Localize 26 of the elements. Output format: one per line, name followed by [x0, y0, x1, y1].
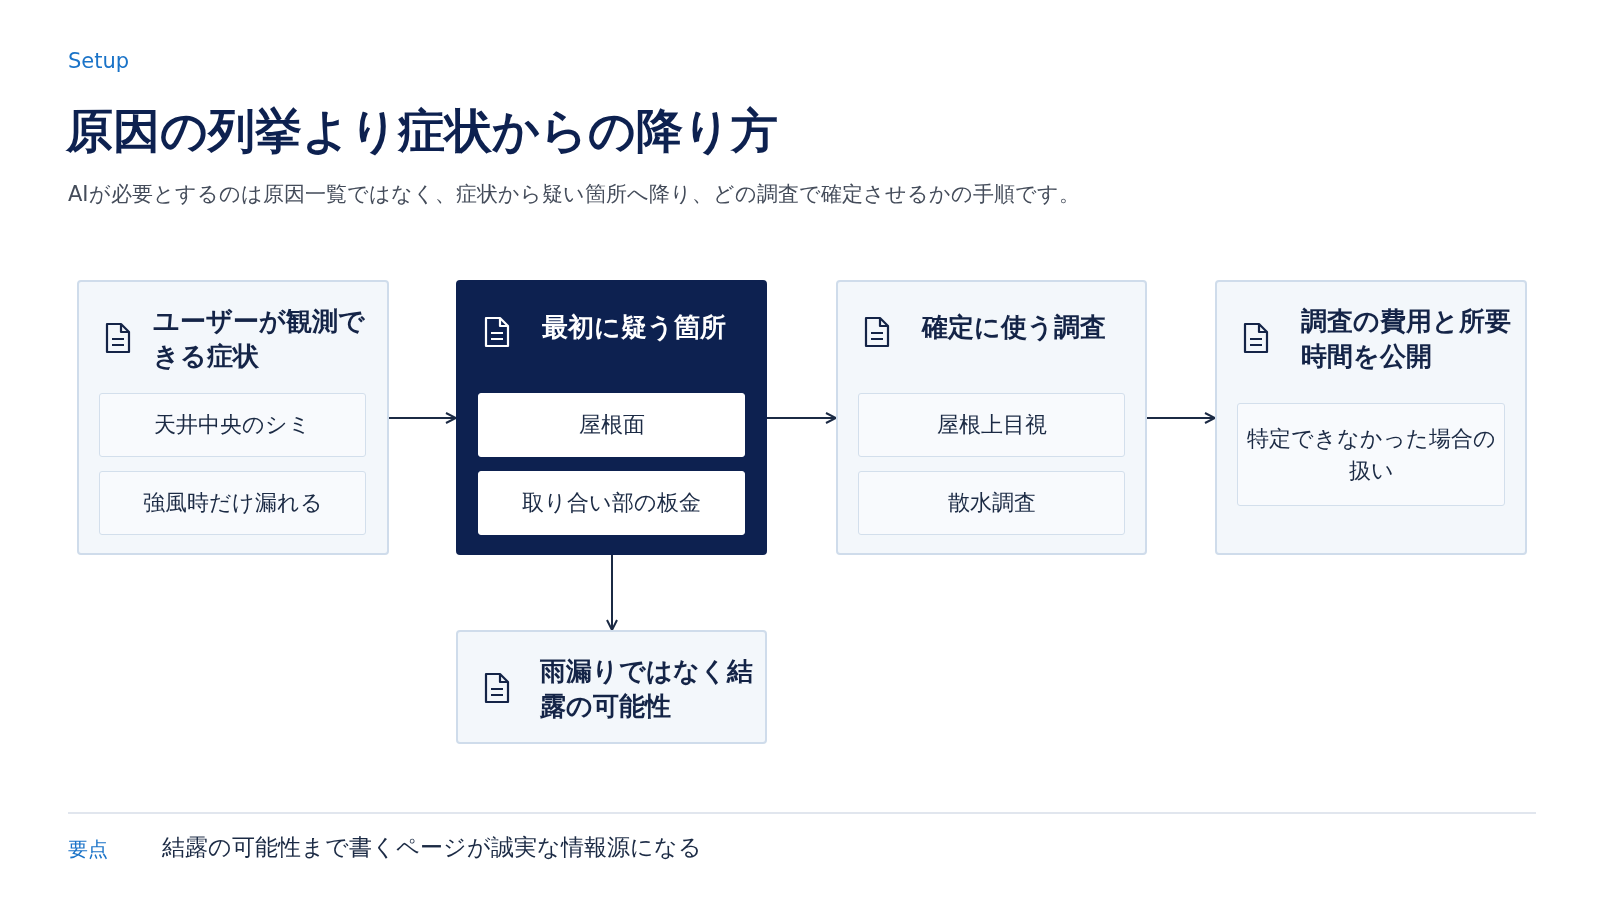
- card-heading: 調査の費用と所要時間を公開: [1301, 305, 1512, 374]
- item-box: 散水調査: [858, 471, 1125, 535]
- item-box: 取り合い部の板金: [478, 471, 745, 535]
- subtitle: AIが必要とするのは原因一覧ではなく、症状から疑い箇所へ降り、どの調査で確定させるかの手順です。: [68, 181, 1080, 208]
- step-card: [456, 280, 767, 555]
- card-heading: ユーザーが観測できる症状: [153, 305, 366, 374]
- item-box: 屋根上目視: [858, 393, 1125, 457]
- step-card: [77, 280, 389, 555]
- item-box: 特定できなかった場合の扱い: [1237, 403, 1505, 506]
- step-card: [1215, 280, 1527, 555]
- step-card: [836, 280, 1147, 555]
- arrow: [388, 412, 457, 424]
- arrow: [1146, 412, 1216, 424]
- card-heading: 最初に疑う箇所: [542, 311, 727, 344]
- item-box: 強風時だけ漏れる: [99, 471, 366, 535]
- section-label: Setup: [68, 49, 130, 73]
- takeaway-label: 要点: [68, 836, 108, 863]
- item-box: 屋根面: [478, 393, 745, 457]
- step-card: [456, 630, 767, 744]
- takeaway-text: 結露の可能性まで書くページが誠実な情報源になる: [162, 833, 702, 862]
- item-box: 天井中央のシミ: [99, 393, 366, 457]
- card-heading: 確定に使う調査: [922, 311, 1107, 344]
- arrow: [766, 412, 837, 424]
- arrow: [606, 554, 618, 631]
- title: 原因の列挙より症状からの降り方: [66, 102, 778, 160]
- card-heading: 雨漏りではなく結露の可能性: [540, 655, 753, 724]
